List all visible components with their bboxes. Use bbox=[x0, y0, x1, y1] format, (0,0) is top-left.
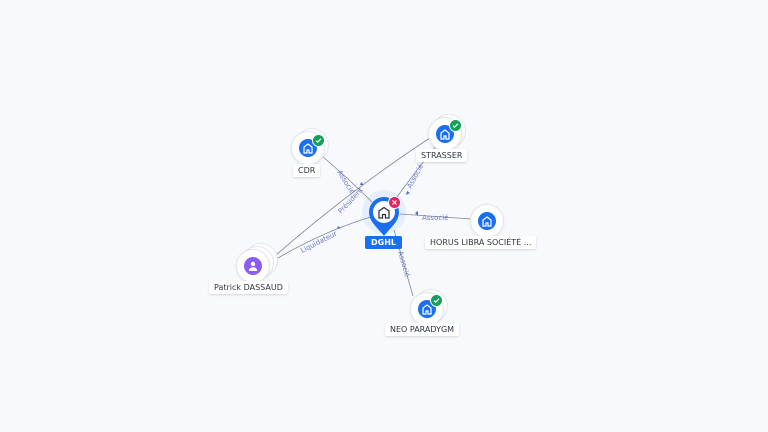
node-label: STRASSER bbox=[416, 149, 468, 162]
edge-label-neo: Associé bbox=[396, 250, 411, 278]
center-node-label: DGHL bbox=[365, 236, 402, 249]
error-x-icon bbox=[388, 196, 401, 209]
verified-check-icon bbox=[449, 119, 462, 132]
node-label: CDR bbox=[293, 164, 321, 177]
edge-label-horus: Associé bbox=[422, 214, 448, 222]
verified-check-icon bbox=[430, 294, 443, 307]
edge-patrick-strasser bbox=[267, 137, 431, 263]
edge-arrow bbox=[415, 211, 418, 216]
edge-patrick-dghl bbox=[267, 215, 375, 265]
node-label: NEO PARADYGM bbox=[385, 323, 460, 336]
edge-horus-dghl bbox=[399, 213, 473, 220]
node-label: HORUS LIBRA SOCIÉTÉ ... bbox=[425, 236, 537, 249]
edge-cdr-dghl bbox=[321, 155, 373, 203]
node-label: Patrick DASSAUD bbox=[209, 281, 288, 294]
verified-check-icon bbox=[312, 134, 325, 147]
edge-arrow bbox=[406, 191, 410, 195]
person-icon bbox=[244, 257, 262, 275]
edge-label-strasser: Associé bbox=[406, 163, 425, 190]
edge-arrow bbox=[360, 182, 364, 185]
building-icon bbox=[478, 212, 496, 230]
edge-label-liquidateur: Liquidateur bbox=[299, 230, 338, 255]
edge-arrow bbox=[337, 226, 341, 229]
